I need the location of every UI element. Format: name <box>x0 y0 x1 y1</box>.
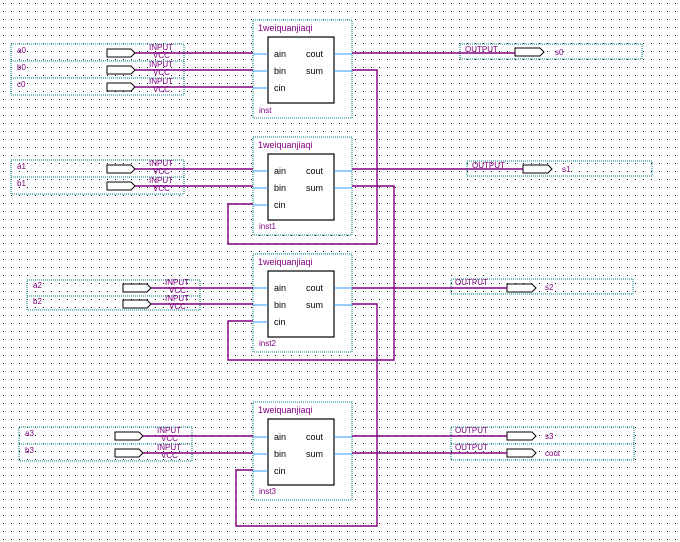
pin-type-s1: OUTPUT <box>472 161 505 170</box>
block-body-3 <box>267 418 335 486</box>
output-pin-cout[interactable]: OUTPUT cout <box>455 443 561 458</box>
pin-vcc-a0: VCC <box>153 51 170 60</box>
port-bin-2: bin <box>274 300 286 310</box>
port-cout-0: cout <box>306 49 324 59</box>
port-ain-0: ain <box>274 49 286 59</box>
block-body-0 <box>267 36 335 104</box>
wire-sum1-cin2 <box>227 185 395 361</box>
pin-type-b0: INPUT <box>149 60 173 69</box>
pin-name-b0: b0 <box>17 63 26 72</box>
output-pin-group-3 <box>450 426 635 461</box>
pin-vcc-b0: VCC <box>153 68 170 77</box>
instance-block-1[interactable]: 1weiquanjiaqi ain bin cin cout sum inst1 <box>252 136 353 236</box>
pin-type-cout: OUTPUT <box>455 443 488 452</box>
port-ain-2: ain <box>274 283 286 293</box>
input-pin-c0[interactable]: c0 INPUT VCC <box>17 77 173 94</box>
port-bin-1: bin <box>274 183 286 193</box>
input-pin-a0[interactable]: a0 INPUT VCC <box>17 43 173 60</box>
instance-block-3[interactable]: 1weiquanjiaqi ain bin cin cout sum inst3 <box>252 401 353 501</box>
pin-type-c0: INPUT <box>149 77 173 86</box>
instance-block-0[interactable]: 1weiquanjiaqi ain bin cin cout sum inst <box>252 19 353 119</box>
port-sum-0: sum <box>306 66 323 76</box>
wires <box>135 52 523 527</box>
pin-name-s0: s0 <box>555 48 564 57</box>
wire-sum2-cin3 <box>235 303 378 527</box>
pin-type-b1: INPUT <box>149 176 173 185</box>
output-pin-s2[interactable]: OUTPUT s2 <box>450 278 634 295</box>
pin-name-s1: s1 <box>562 165 571 174</box>
instance-name-0: inst <box>259 106 272 115</box>
pin-type-a1: INPUT <box>149 159 173 168</box>
port-bin-0: bin <box>274 66 286 76</box>
pin-name-a2: a2 <box>33 281 42 290</box>
pin-name-b1: b1 <box>17 179 26 188</box>
pin-type-a3: INPUT <box>157 426 181 435</box>
block-type-label-2: 1weiquanjiaqi <box>258 257 313 267</box>
pin-vcc-b2: VCC <box>169 302 186 311</box>
block-body-1 <box>267 153 335 221</box>
block-type-label-3: 1weiquanjiaqi <box>258 405 313 415</box>
block-body-2 <box>267 270 335 338</box>
input-pin-b3[interactable]: b3 INPUT VCC <box>25 443 181 460</box>
port-cin-2: cin <box>274 317 286 327</box>
pin-type-b2: INPUT <box>165 294 189 303</box>
instance-name-2: inst2 <box>259 339 276 348</box>
pin-type-s0: OUTPUT <box>465 45 498 54</box>
pin-vcc-a2: VCC <box>169 286 186 295</box>
input-pin-b1[interactable]: b1 INPUT VCC <box>17 176 173 193</box>
port-sum-2: sum <box>306 300 323 310</box>
pin-name-a0: a0 <box>17 46 26 55</box>
port-cin-3: cin <box>274 466 286 476</box>
pin-name-b3: b3 <box>25 446 34 455</box>
wire-sum0-cin1 <box>227 69 378 245</box>
pin-type-s2: OUTPUT <box>455 278 488 287</box>
instance-name-3: inst3 <box>259 487 276 496</box>
port-cout-1: cout <box>306 166 324 176</box>
pin-name-c0: c0 <box>17 80 26 89</box>
input-pin-group-1 <box>10 159 185 195</box>
block-type-label-0: 1weiquanjiaqi <box>258 23 313 33</box>
input-pin-a2[interactable]: a2 INPUT VCC <box>33 278 189 295</box>
pin-name-s2: s2 <box>545 283 554 292</box>
input-pin-b2[interactable]: b2 INPUT VCC <box>33 294 189 311</box>
pin-vcc-a1: VCC <box>153 167 170 176</box>
output-pin-s0[interactable]: OUTPUT s0 <box>459 43 643 60</box>
pin-vcc-b1: VCC <box>153 184 170 193</box>
port-sum-1: sum <box>306 183 323 193</box>
input-pin-group-3 <box>18 426 193 462</box>
port-ain-1: ain <box>274 166 286 176</box>
port-ain-3: ain <box>274 432 286 442</box>
input-pin-a3[interactable]: a3 INPUT VCC <box>25 426 181 443</box>
port-sum-3: sum <box>306 449 323 459</box>
pin-type-a0: INPUT <box>149 43 173 52</box>
port-bin-3: bin <box>274 449 286 459</box>
pin-type-s3: OUTPUT <box>455 426 488 435</box>
pin-type-a2: INPUT <box>165 278 189 287</box>
input-pin-b0[interactable]: b0 INPUT VCC <box>17 60 173 77</box>
pin-name-a3: a3 <box>25 429 34 438</box>
pin-vcc-c0: VCC <box>153 85 170 94</box>
port-cin-1: cin <box>274 200 286 210</box>
pin-vcc-b3: VCC <box>161 451 178 460</box>
instance-block-2[interactable]: 1weiquanjiaqi ain bin cin cout sum inst2 <box>252 253 353 353</box>
input-pin-group-2 <box>26 279 201 311</box>
pin-type-b3: INPUT <box>157 443 181 452</box>
block-type-label-1: 1weiquanjiaqi <box>258 140 313 150</box>
pin-name-cout: cout <box>545 449 561 458</box>
pin-name-b2: b2 <box>33 297 42 306</box>
port-cin-0: cin <box>274 83 286 93</box>
output-pin-s3[interactable]: OUTPUT s3 <box>455 426 554 441</box>
pin-vcc-a3: VCC <box>161 434 178 443</box>
instance-name-1: inst1 <box>259 222 276 231</box>
port-cout-2: cout <box>306 283 324 293</box>
port-cout-3: cout <box>306 432 324 442</box>
pin-name-s3: s3 <box>545 432 554 441</box>
pin-name-a1: a1 <box>17 162 26 171</box>
input-pin-a1[interactable]: a1 INPUT VCC <box>17 159 173 176</box>
